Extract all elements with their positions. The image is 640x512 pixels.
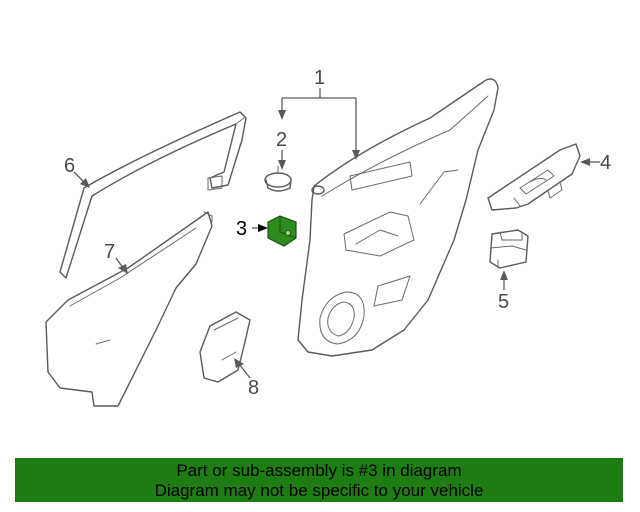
banner-line-1: Part or sub-assembly is #3 in diagram <box>176 461 462 480</box>
parts-diagram: 1 2 3 4 5 6 7 8 <box>45 67 611 407</box>
callout-7: 7 <box>104 241 115 263</box>
callout-3: 3 <box>236 218 247 240</box>
part-5-switch[interactable] <box>489 229 529 269</box>
callout-1: 1 <box>314 67 325 89</box>
callout-5: 5 <box>498 291 509 313</box>
part-8-bracket[interactable] <box>199 311 251 383</box>
callout-4: 4 <box>600 152 611 174</box>
part-1-door-trim-panel[interactable] <box>297 78 499 357</box>
part-2-clip[interactable] <box>264 165 292 192</box>
part-7-door-seal[interactable] <box>45 211 213 407</box>
callout-6: 6 <box>64 155 75 177</box>
part-6-window-frame[interactable] <box>59 111 247 279</box>
callout-8: 8 <box>248 377 259 399</box>
banner-line-2: Diagram may not be specific to your vehi… <box>154 481 484 500</box>
part-3-highlighted[interactable] <box>267 215 297 247</box>
part-4-switch-bezel[interactable] <box>487 143 581 211</box>
part-info-banner: Part or sub-assembly is #3 in diagram Di… <box>15 458 623 502</box>
callout-2: 2 <box>276 129 287 151</box>
part-3-body <box>267 215 297 247</box>
leader-lines <box>73 88 600 379</box>
